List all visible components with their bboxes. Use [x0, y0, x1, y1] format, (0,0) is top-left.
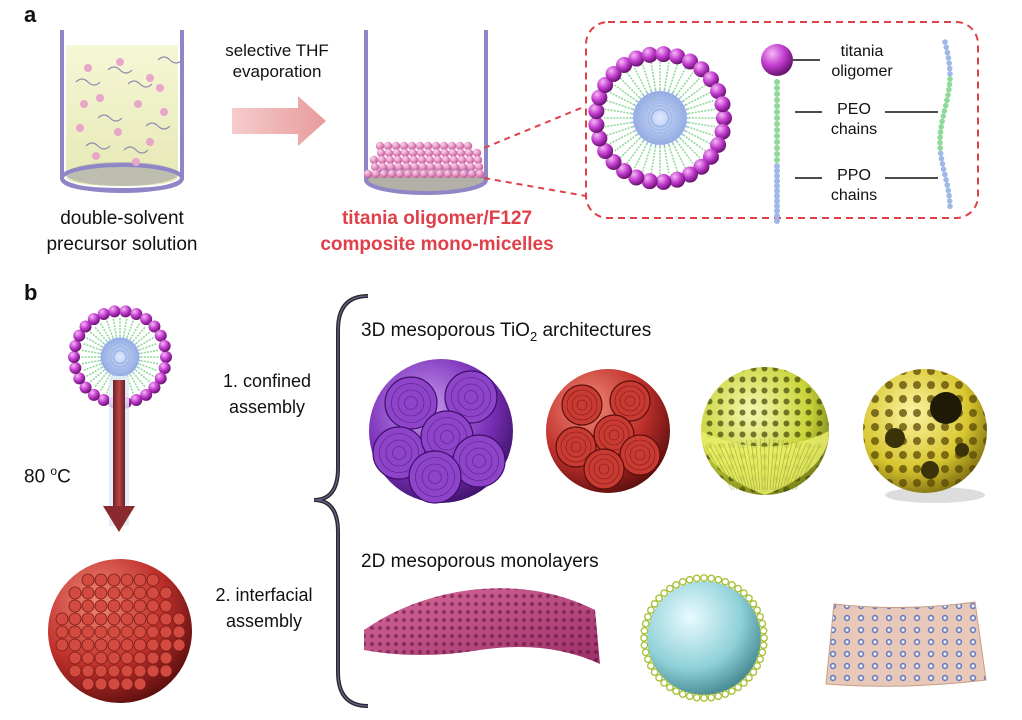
header-2d: 2D mesoporous monolayers	[361, 551, 599, 572]
heating-arrow	[103, 376, 135, 532]
arrow-label-line2: evaporation	[232, 62, 322, 81]
micelle-small	[68, 305, 172, 409]
arrow-label: selective THF evaporation	[212, 40, 342, 82]
temperature-unit: C	[57, 466, 71, 488]
beaker-caption-line2: precursor solution	[46, 234, 198, 255]
micelle-caption-line1: titania oligomer/F127	[341, 208, 533, 229]
temperature-value: 80	[24, 466, 46, 488]
beaker-mono-micelles	[363, 30, 488, 195]
route-confined: 1. confined assembly	[206, 368, 328, 420]
arch-purple-multichamber	[369, 359, 513, 504]
legend-ppo-line2: chains	[830, 187, 878, 204]
micelle-caption: titania oligomer/F127 composite mono-mic…	[292, 206, 582, 258]
surfactant-chain-wavy	[937, 39, 953, 210]
legend-peo-line2: chains	[830, 121, 878, 138]
nanoparticle-sphere	[48, 559, 192, 703]
header-3d: 3D mesoporous TiO2 architectures	[361, 320, 651, 344]
evaporation-arrow	[232, 96, 326, 146]
legend-peo-line1: PEO	[837, 101, 871, 118]
arch-gold-open-sphere	[863, 369, 987, 503]
temperature-degree: o	[50, 464, 58, 478]
micelle-caption-line2: composite mono-micelles	[320, 234, 554, 255]
curly-brace	[313, 294, 369, 708]
route-confined-line2: assembly	[228, 397, 306, 417]
legend-peo: PEO chains	[822, 100, 886, 140]
micelle-cross-section	[588, 46, 732, 190]
route-interfacial-line1: 2. interfacial	[215, 585, 313, 605]
surfactant-chain-straight	[774, 79, 780, 224]
route-interfacial-line2: assembly	[225, 611, 303, 631]
legend-ppo: PPO chains	[822, 166, 886, 206]
arch-yellow-dendritic	[701, 367, 829, 495]
arrow-label-line1: selective THF	[225, 41, 329, 60]
legend-titania-line2: oligomer	[831, 63, 893, 80]
route-interfacial: 2. interfacial assembly	[200, 582, 328, 634]
beaker-caption: double-solvent precursor solution	[18, 206, 226, 258]
route-confined-line1: 1. confined	[222, 371, 312, 391]
panel-label-a: a	[24, 2, 37, 27]
legend-titania: titania oligomer	[822, 42, 902, 82]
beaker-precursor	[60, 30, 184, 193]
monolayer-network	[825, 601, 987, 687]
monolayer-sheet	[364, 588, 600, 664]
header-3d-prefix: 3D mesoporous TiO	[361, 320, 530, 341]
monolayer-coated-sphere	[640, 574, 768, 702]
zoom-connector-lines	[483, 105, 587, 197]
temperature-label: 80 oC	[24, 458, 71, 490]
beaker-caption-line1: double-solvent	[60, 208, 184, 229]
header-3d-sub: 2	[529, 328, 538, 344]
zoom-inset-frame	[585, 21, 979, 219]
titania-oligomer-symbol	[761, 44, 820, 76]
legend-ppo-line1: PPO	[837, 167, 871, 184]
header-3d-suffix: architectures	[537, 320, 652, 341]
legend-leader-lines	[795, 111, 938, 179]
legend-titania-line1: titania	[840, 43, 884, 60]
arch-red-multichamber	[546, 369, 670, 493]
panel-label-b: b	[24, 280, 38, 305]
